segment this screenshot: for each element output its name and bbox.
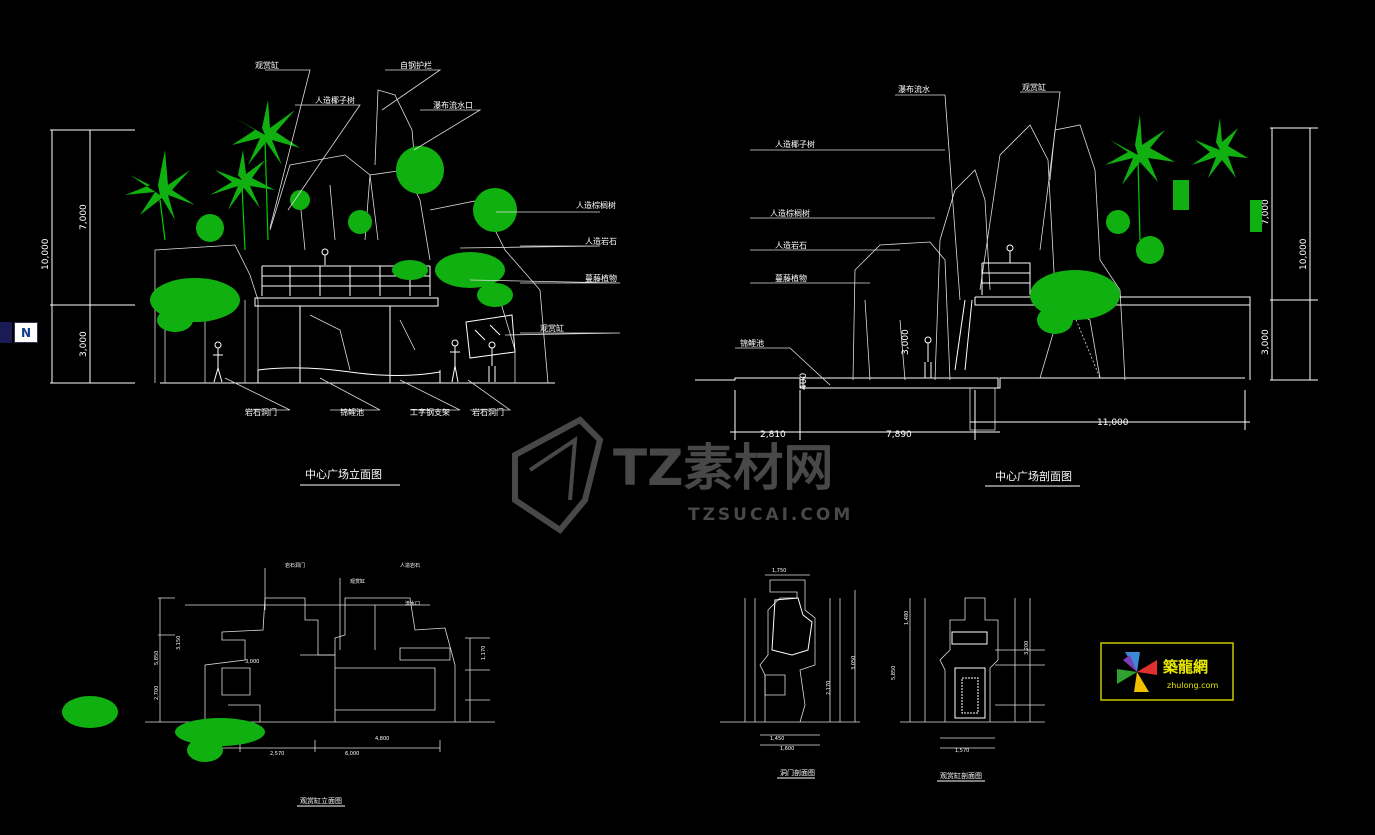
aqsec-dim-2: 1,480 [904, 611, 910, 625]
aq-label-1: 岩石洞门 [285, 562, 305, 569]
aq-dim-1: 2,700 [154, 686, 160, 700]
aq-dim-5: 2,570 [270, 751, 284, 757]
aqsec-dim-1: 3,200 [1024, 641, 1030, 655]
person-figure [1006, 244, 1014, 263]
elev-bottom-label-4: 岩石洞门 [472, 407, 504, 417]
sect-label-5: 人造岩石 [775, 240, 807, 250]
palm-tree [1192, 118, 1248, 178]
aq-label-3: 观赏缸 [350, 578, 365, 585]
section-title: 中心广场剖面图 [995, 469, 1072, 483]
sect-dim-upper: 7,000 [1261, 199, 1271, 225]
elevation-title: 中心广场立面图 [305, 467, 382, 481]
aq-dim-2: 5,850 [154, 651, 160, 665]
palm-tree [125, 150, 195, 241]
watermark-sub: TZSUCAI.COM [688, 505, 853, 525]
aquarium-elevation-drawing: 岩石洞门 人造岩石 观赏缸 流水口 2,700 5,850 6,000 4,80… [62, 562, 495, 807]
elev-label-7: 蔓藤植物 [585, 273, 617, 283]
aq-label-4: 流水口 [405, 600, 420, 607]
person-figure [213, 341, 223, 383]
sect-dim-d: 3,000 [901, 329, 911, 355]
aquarium-section-title: 观赏缸剖面图 [940, 771, 982, 780]
door-dim-2: 2,170 [826, 681, 832, 695]
sect-label-7: 锦鲤池 [740, 338, 764, 348]
person-figure [488, 341, 496, 382]
door-dim-1: 1,750 [772, 568, 786, 574]
elev-dim-upper: 7,000 [79, 204, 89, 230]
aq-dim-4: 4,800 [375, 736, 389, 742]
elev-label-1: 观赏缸 [255, 60, 279, 70]
elev-bottom-label-1: 岩石洞门 [245, 407, 277, 417]
deciduous-tree [1106, 180, 1262, 264]
aq-dim-3: 6,000 [345, 751, 359, 757]
vine-plants [150, 252, 513, 332]
nav-button-label: N [20, 325, 32, 340]
palm-tree [232, 100, 300, 241]
sect-label-3: 人造椰子树 [775, 139, 815, 149]
deciduous-tree [196, 146, 517, 242]
pinwheel-icon [1117, 652, 1157, 692]
watermark-main: TZ素材网 [613, 439, 833, 497]
elev-bottom-label-3: 工字钢支架 [410, 407, 450, 417]
palm-tree [210, 150, 275, 251]
elev-dim-lower: 3,000 [79, 331, 89, 357]
person-figure [450, 339, 460, 383]
logo-url: zhulong.com [1167, 681, 1218, 690]
door-dim-3: 3,050 [851, 656, 857, 670]
sect-dim-b: 7,890 [886, 430, 912, 440]
watermark-emblem-icon [512, 416, 604, 534]
aquarium-section-drawing: 3,200 1,480 1,570 5,850 观赏缸剖面图 [891, 597, 1045, 782]
aq-dim-8: 3,150 [176, 636, 182, 650]
aq-label-2: 人造岩石 [400, 562, 420, 569]
watermark: TZ素材网 TZSUCAI.COM [512, 416, 853, 534]
sect-dim-lower: 3,000 [1261, 329, 1271, 355]
vine-plants [62, 696, 265, 762]
elevation-drawing: 10,000 7,000 3,000 [41, 60, 621, 486]
aq-dim-9: 3,000 [245, 659, 259, 665]
sect-dim-total: 10,000 [1299, 238, 1309, 270]
navigation-cube-button[interactable]: N [14, 322, 38, 343]
vine-plants [1030, 270, 1120, 334]
palm-tree [1105, 115, 1175, 241]
aq-dim-6: 1,170 [481, 646, 487, 660]
elev-label-8: 观赏缸 [540, 323, 564, 333]
elev-label-2: 自钢护栏 [400, 60, 432, 70]
elev-label-4: 瀑布流水口 [433, 100, 473, 110]
aquarium-elevation-title: 观赏缸立面图 [300, 796, 342, 805]
elev-bottom-label-2: 锦鲤池 [340, 407, 364, 417]
aqsec-dim-4: 5,850 [891, 666, 897, 680]
door-dim-5: 1,600 [780, 746, 794, 752]
sect-dim-c: 11,000 [1097, 418, 1129, 428]
sect-dim-e: 400 [799, 373, 809, 390]
elev-label-6: 人造岩石 [585, 236, 617, 246]
sect-label-1: 瀑布流水 [898, 84, 930, 94]
person-figure [321, 248, 329, 265]
elev-dim-total: 10,000 [41, 238, 51, 270]
aqsec-dim-3: 1,570 [955, 748, 969, 754]
side-panel-tab[interactable] [0, 322, 12, 343]
elev-label-5: 人造棕榈树 [576, 200, 616, 210]
sect-dim-a: 2,810 [760, 430, 786, 440]
section-drawing: 10,000 7,000 3,000 [695, 82, 1318, 487]
door-dim-4: 1,450 [770, 736, 784, 742]
door-section-title: 洞门剖面图 [780, 768, 815, 777]
logo-text: 築龍網 [1162, 658, 1208, 676]
zhulong-logo: 築龍網 zhulong.com [1100, 642, 1234, 701]
sect-label-2: 观赏缸 [1022, 82, 1046, 92]
elev-label-3: 人造椰子树 [315, 95, 355, 105]
door-section-drawing: 1,750 2,170 3,050 1,450 1,600 洞门剖面图 [720, 568, 860, 779]
person-figure [924, 336, 932, 378]
sect-label-6: 蔓藤植物 [775, 273, 807, 283]
sect-label-4: 人造棕榈树 [770, 208, 810, 218]
